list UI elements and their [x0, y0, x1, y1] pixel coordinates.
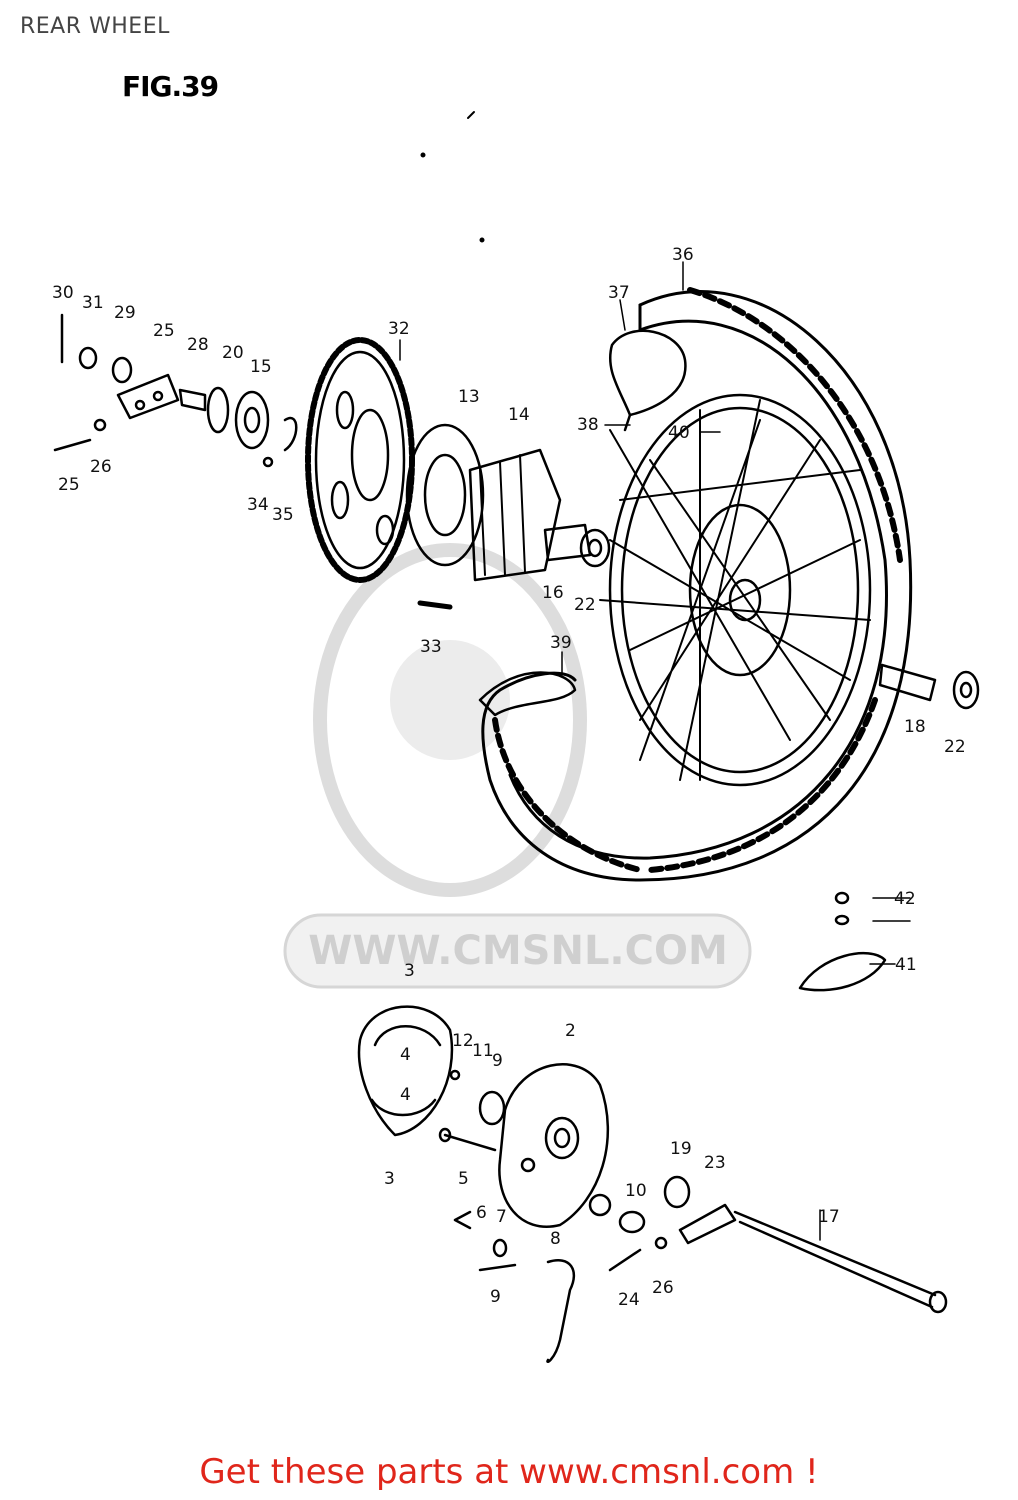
callout-26b: 26 — [652, 1278, 674, 1298]
callout-3a: 3 — [404, 961, 415, 981]
callout-23: 23 — [704, 1153, 726, 1173]
callout-36: 37 — [608, 283, 630, 303]
leader-lines — [399, 261, 911, 1241]
callout-17: 16 — [542, 583, 564, 603]
callout-25b: 24 — [618, 1290, 640, 1310]
page-title: REAR WHEEL — [20, 14, 170, 39]
callout-39: 40 — [668, 423, 690, 443]
callout-29: 30 — [52, 283, 74, 303]
brake-panel — [438, 1063, 737, 1364]
callout-3b: 3 — [384, 1169, 395, 1189]
callout-31: 32 — [388, 319, 410, 339]
callout-9: 9 — [490, 1287, 501, 1307]
callout-27: 28 — [187, 335, 209, 355]
rim-band-and-nuts — [798, 891, 887, 992]
callout-32: 33 — [420, 637, 442, 657]
spacer-and-bearing — [878, 663, 980, 710]
callout-19: 18 — [904, 717, 926, 737]
callout-4b: 4 — [400, 1085, 411, 1105]
callout-15: 14 — [508, 405, 530, 425]
callout-22b: 22 — [944, 737, 966, 757]
callout-24: 25 — [153, 321, 175, 341]
callout-21: 20 — [222, 343, 244, 363]
callout-33: 34 — [247, 495, 269, 515]
watermark: WWW.CMSNL.COM — [283, 543, 752, 989]
callout-5: 5 — [458, 1169, 469, 1189]
wheel-rim — [599, 393, 872, 787]
callout-25a: 25 — [58, 475, 80, 495]
tire — [481, 287, 913, 882]
callout-13: 12 — [452, 1031, 474, 1051]
callout-22a: 22 — [574, 595, 596, 615]
stray-marks — [420, 111, 485, 243]
callout-41: 42 — [894, 889, 916, 909]
callout-16: 15 — [250, 357, 272, 377]
figure-label: FIG.39 — [122, 70, 219, 103]
callout-8: 8 — [550, 1229, 561, 1249]
callout-30: 31 — [82, 293, 104, 313]
callout-14: 13 — [458, 387, 480, 407]
callout-38: 39 — [550, 633, 572, 653]
callout-10: 9 — [492, 1051, 503, 1071]
callout-18: 17 — [818, 1207, 840, 1227]
axle — [733, 1210, 948, 1314]
callout-2: 2 — [565, 1021, 576, 1041]
left-axle-hardware — [53, 313, 453, 610]
callout-28: 29 — [114, 303, 136, 323]
callout-34: 35 — [272, 505, 294, 525]
callout-7: 7 — [496, 1207, 507, 1227]
footer-link[interactable]: Get these parts at www.cmsnl.com ! — [199, 1452, 819, 1492]
callout-37: 38 — [577, 415, 599, 435]
callout-35: 36 — [672, 245, 694, 265]
part-callouts: 30 31 29 25 28 20 15 26 25 34 35 32 13 1… — [52, 245, 966, 1310]
callout-6: 6 — [476, 1203, 487, 1223]
sprocket — [305, 337, 415, 583]
hub-and-damper — [405, 423, 611, 582]
brake-shoes — [357, 1005, 461, 1137]
watermark-text: WWW.CMSNL.COM — [308, 928, 728, 974]
callout-26a: 26 — [90, 457, 112, 477]
callout-40: 41 — [895, 955, 917, 975]
callout-12: 11 — [472, 1041, 494, 1061]
inner-tube — [478, 329, 687, 717]
callout-4a: 4 — [400, 1045, 411, 1065]
callout-20: 19 — [670, 1139, 692, 1159]
callout-11: 10 — [625, 1181, 647, 1201]
